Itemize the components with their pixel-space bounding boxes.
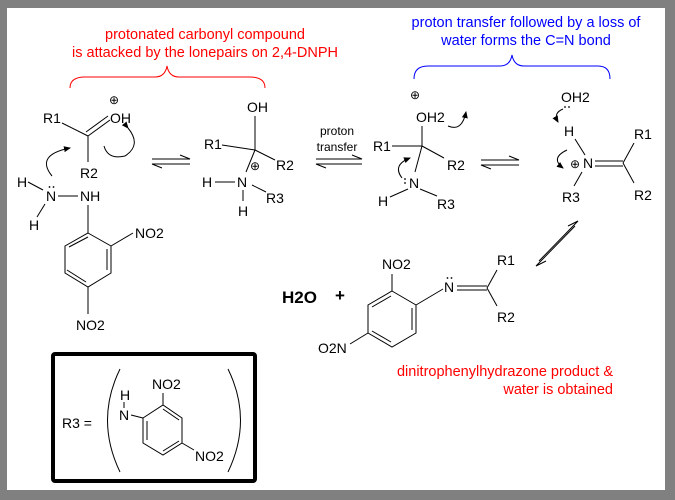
plus-charge-icon: ⊕ bbox=[570, 157, 580, 171]
lone-pair-icon bbox=[446, 277, 453, 279]
label-o2n: O2N bbox=[318, 340, 347, 356]
label-r2: R2 bbox=[276, 157, 294, 173]
plus-sign: + bbox=[335, 286, 345, 305]
curved-arrow-icon bbox=[552, 108, 564, 123]
label-n: N bbox=[46, 188, 56, 204]
red-annotation-line1: protonated carbonyl compound bbox=[105, 27, 305, 43]
label-no2: NO2 bbox=[135, 225, 164, 241]
label-r3-equals: R3 = bbox=[62, 415, 92, 431]
label-no2: NO2 bbox=[195, 448, 224, 464]
label-r1: R1 bbox=[373, 138, 391, 154]
iminium-intermediate: OH2 H ⊕ N R1 R2 R3 bbox=[552, 89, 652, 205]
label-h: H bbox=[17, 174, 27, 190]
protonated-carbonyl-and-dnph: R1 OH ⊕ R2 H N NH H NO2 NO2 bbox=[17, 93, 164, 333]
label-h: H bbox=[202, 174, 212, 190]
label-no2: NO2 bbox=[76, 317, 105, 333]
label-h: H bbox=[29, 217, 39, 233]
label-r3: R3 bbox=[266, 190, 284, 206]
red-annotation-product-line1: dinitrophenylhydrazone product & bbox=[397, 364, 613, 380]
label-oh: OH bbox=[110, 110, 131, 126]
r3-definition-box: R3 = H N NO2 NO2 bbox=[51, 352, 257, 483]
label-n: N bbox=[444, 279, 454, 295]
arrow-label-transfer: transfer bbox=[317, 140, 358, 154]
label-n: N bbox=[583, 155, 593, 171]
canvas bbox=[7, 8, 665, 490]
open-parenthesis bbox=[107, 368, 121, 473]
lone-pair-icon bbox=[564, 106, 570, 108]
label-nh: NH bbox=[80, 188, 100, 204]
label-r1: R1 bbox=[497, 252, 515, 268]
label-oh: OH bbox=[247, 99, 268, 115]
red-annotation-product-line2: water is obtained bbox=[502, 382, 613, 398]
blue-annotation-line1: proton transfer followed by a loss of bbox=[412, 15, 642, 31]
label-n: N bbox=[409, 175, 419, 191]
label-r3: R3 bbox=[437, 196, 455, 212]
plus-charge-icon: ⊕ bbox=[410, 88, 420, 102]
label-oh2: OH2 bbox=[416, 109, 445, 125]
label-r3: R3 bbox=[562, 189, 580, 205]
label-h: H bbox=[120, 387, 130, 403]
tetrahedral-intermediate: OH R1 R2 H N ⊕ R3 H bbox=[202, 99, 294, 219]
dinitrophenylhydrazone-product: NO2 N R1 R2 O2N bbox=[318, 252, 515, 356]
curved-arrow-icon bbox=[103, 121, 135, 158]
protonated-hydroxyl-intermediate: ⊕ OH2 R1 R2 N H R3 bbox=[373, 88, 468, 212]
label-h: H bbox=[378, 193, 388, 209]
label-r2: R2 bbox=[634, 187, 652, 203]
label-r2: R2 bbox=[80, 165, 98, 181]
blue-brace bbox=[413, 54, 611, 80]
curved-arrow-icon bbox=[447, 111, 468, 128]
label-h: H bbox=[238, 203, 248, 219]
label-no2: NO2 bbox=[152, 376, 181, 392]
plus-charge-icon: ⊕ bbox=[109, 93, 119, 107]
equilibrium-arrow-icon bbox=[315, 154, 363, 169]
water-label: H2O bbox=[282, 288, 317, 307]
curved-arrow-icon bbox=[397, 157, 411, 179]
label-r1: R1 bbox=[634, 126, 652, 142]
curved-arrow-icon bbox=[556, 149, 568, 169]
equilibrium-arrow-icon bbox=[535, 220, 579, 267]
label-oh2: OH2 bbox=[561, 89, 590, 105]
curved-arrow-icon bbox=[46, 146, 71, 177]
red-brace bbox=[69, 65, 266, 89]
close-parenthesis bbox=[227, 368, 241, 473]
arrow-label-proton: proton bbox=[320, 124, 354, 138]
label-r2: R2 bbox=[447, 157, 465, 173]
label-r1: R1 bbox=[204, 136, 222, 152]
blue-annotation-line2: water forms the C=N bond bbox=[440, 33, 611, 49]
red-annotation-line2: is attacked by the lonepairs on 2,4-DNPH bbox=[72, 45, 338, 61]
lone-pair-icon bbox=[404, 178, 406, 184]
label-h: H bbox=[564, 123, 574, 139]
equilibrium-arrow-icon bbox=[480, 155, 520, 170]
lone-pair-icon bbox=[48, 186, 55, 188]
label-n: N bbox=[119, 407, 129, 423]
plus-charge-icon: ⊕ bbox=[250, 159, 260, 173]
equilibrium-arrow-icon bbox=[151, 154, 191, 169]
label-n: N bbox=[237, 174, 247, 190]
label-no2: NO2 bbox=[382, 256, 411, 272]
label-r1: R1 bbox=[43, 110, 61, 126]
label-r2: R2 bbox=[497, 309, 515, 325]
